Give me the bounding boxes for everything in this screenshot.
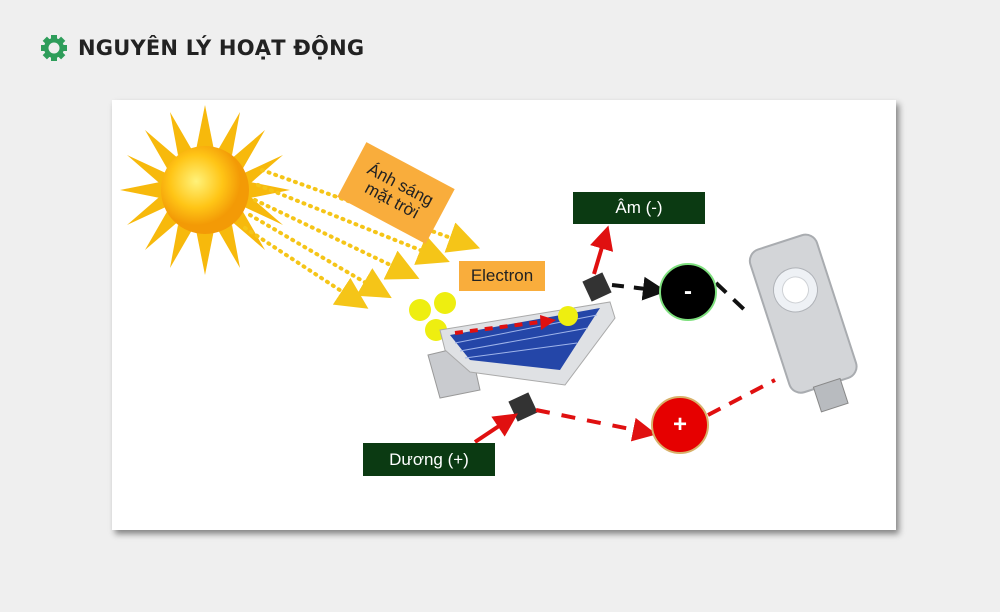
positive-label: Dương (+) — [363, 443, 495, 476]
diagram-illustration — [120, 105, 858, 454]
section-title: NGUYÊN LÝ HOẠT ĐỘNG — [40, 34, 364, 62]
diagram-card: Ánh sáng mặt trời Electron Âm (-) Dương … — [112, 100, 896, 530]
negative-label: Âm (-) — [573, 192, 705, 224]
negative-sign: - — [684, 278, 692, 305]
negative-terminal-icon — [659, 263, 717, 321]
gear-icon — [41, 35, 67, 61]
positive-terminal-icon — [651, 396, 709, 454]
electron-label: Electron — [459, 261, 545, 291]
title-text: NGUYÊN LÝ HOẠT ĐỘNG — [78, 36, 365, 60]
circuit-arrows — [473, 225, 776, 444]
sun-icon — [120, 105, 290, 275]
positive-sign: + — [672, 411, 687, 438]
solar-street-light-panel — [427, 301, 616, 399]
led-street-lamp — [748, 233, 858, 413]
